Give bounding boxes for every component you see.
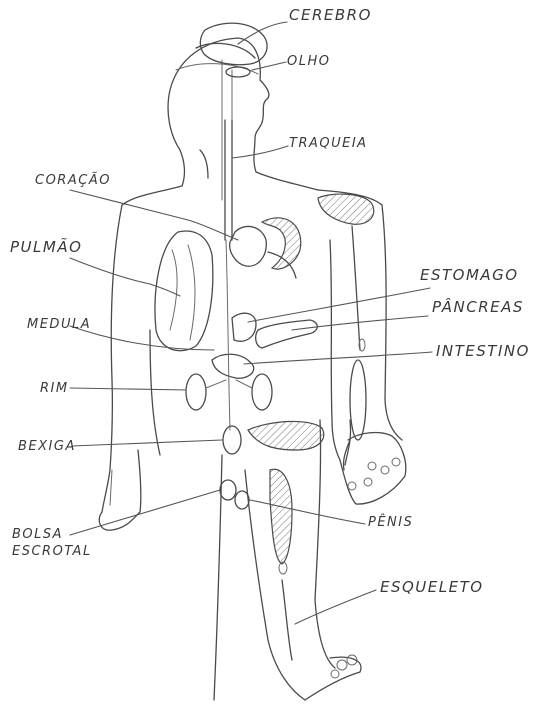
scrotum-shape — [220, 480, 236, 500]
label-bolsa-line1: BOLSA — [12, 528, 63, 541]
lung-left-shape — [155, 231, 213, 351]
kidney-left-shape — [186, 374, 206, 410]
label-intestino: INTESTINO — [436, 344, 530, 359]
stomach-shape — [232, 313, 256, 341]
pelvis-shape — [248, 421, 324, 450]
label-rim: RIM — [40, 382, 69, 395]
label-pancreas: PÂNCREAS — [432, 300, 524, 315]
organs — [155, 23, 374, 660]
tibia-shape — [282, 580, 292, 660]
pancreas-shape — [256, 320, 318, 348]
heart-shape — [230, 226, 267, 266]
label-estomago: ESTOMAGO — [420, 268, 519, 283]
intestine-shape — [212, 354, 254, 378]
label-coracao: CORAÇÃO — [35, 174, 111, 187]
label-bolsa-line2: ESCROTAL — [12, 545, 92, 558]
label-cerebro: CEREBRO — [289, 8, 372, 23]
femur-shape — [270, 469, 292, 564]
label-medula: MEDULA — [27, 318, 91, 331]
label-traqueia: TRAQUEIA — [289, 137, 368, 150]
label-bexiga: BEXIGA — [18, 440, 76, 453]
forearm-bone — [352, 226, 360, 350]
trachea-shape — [225, 120, 232, 240]
label-olho: OLHO — [287, 55, 330, 68]
humerus-shape — [318, 194, 374, 224]
kidney-right-shape — [252, 374, 272, 410]
eye-shape — [226, 67, 250, 77]
bladder-shape — [223, 426, 241, 454]
label-penis: PÊNIS — [368, 516, 413, 529]
leader-lines — [70, 22, 432, 624]
penis-shape — [235, 491, 249, 509]
label-esqueleto: ESQUELETO — [380, 580, 484, 595]
label-pulmao: PULMÃO — [10, 240, 82, 255]
